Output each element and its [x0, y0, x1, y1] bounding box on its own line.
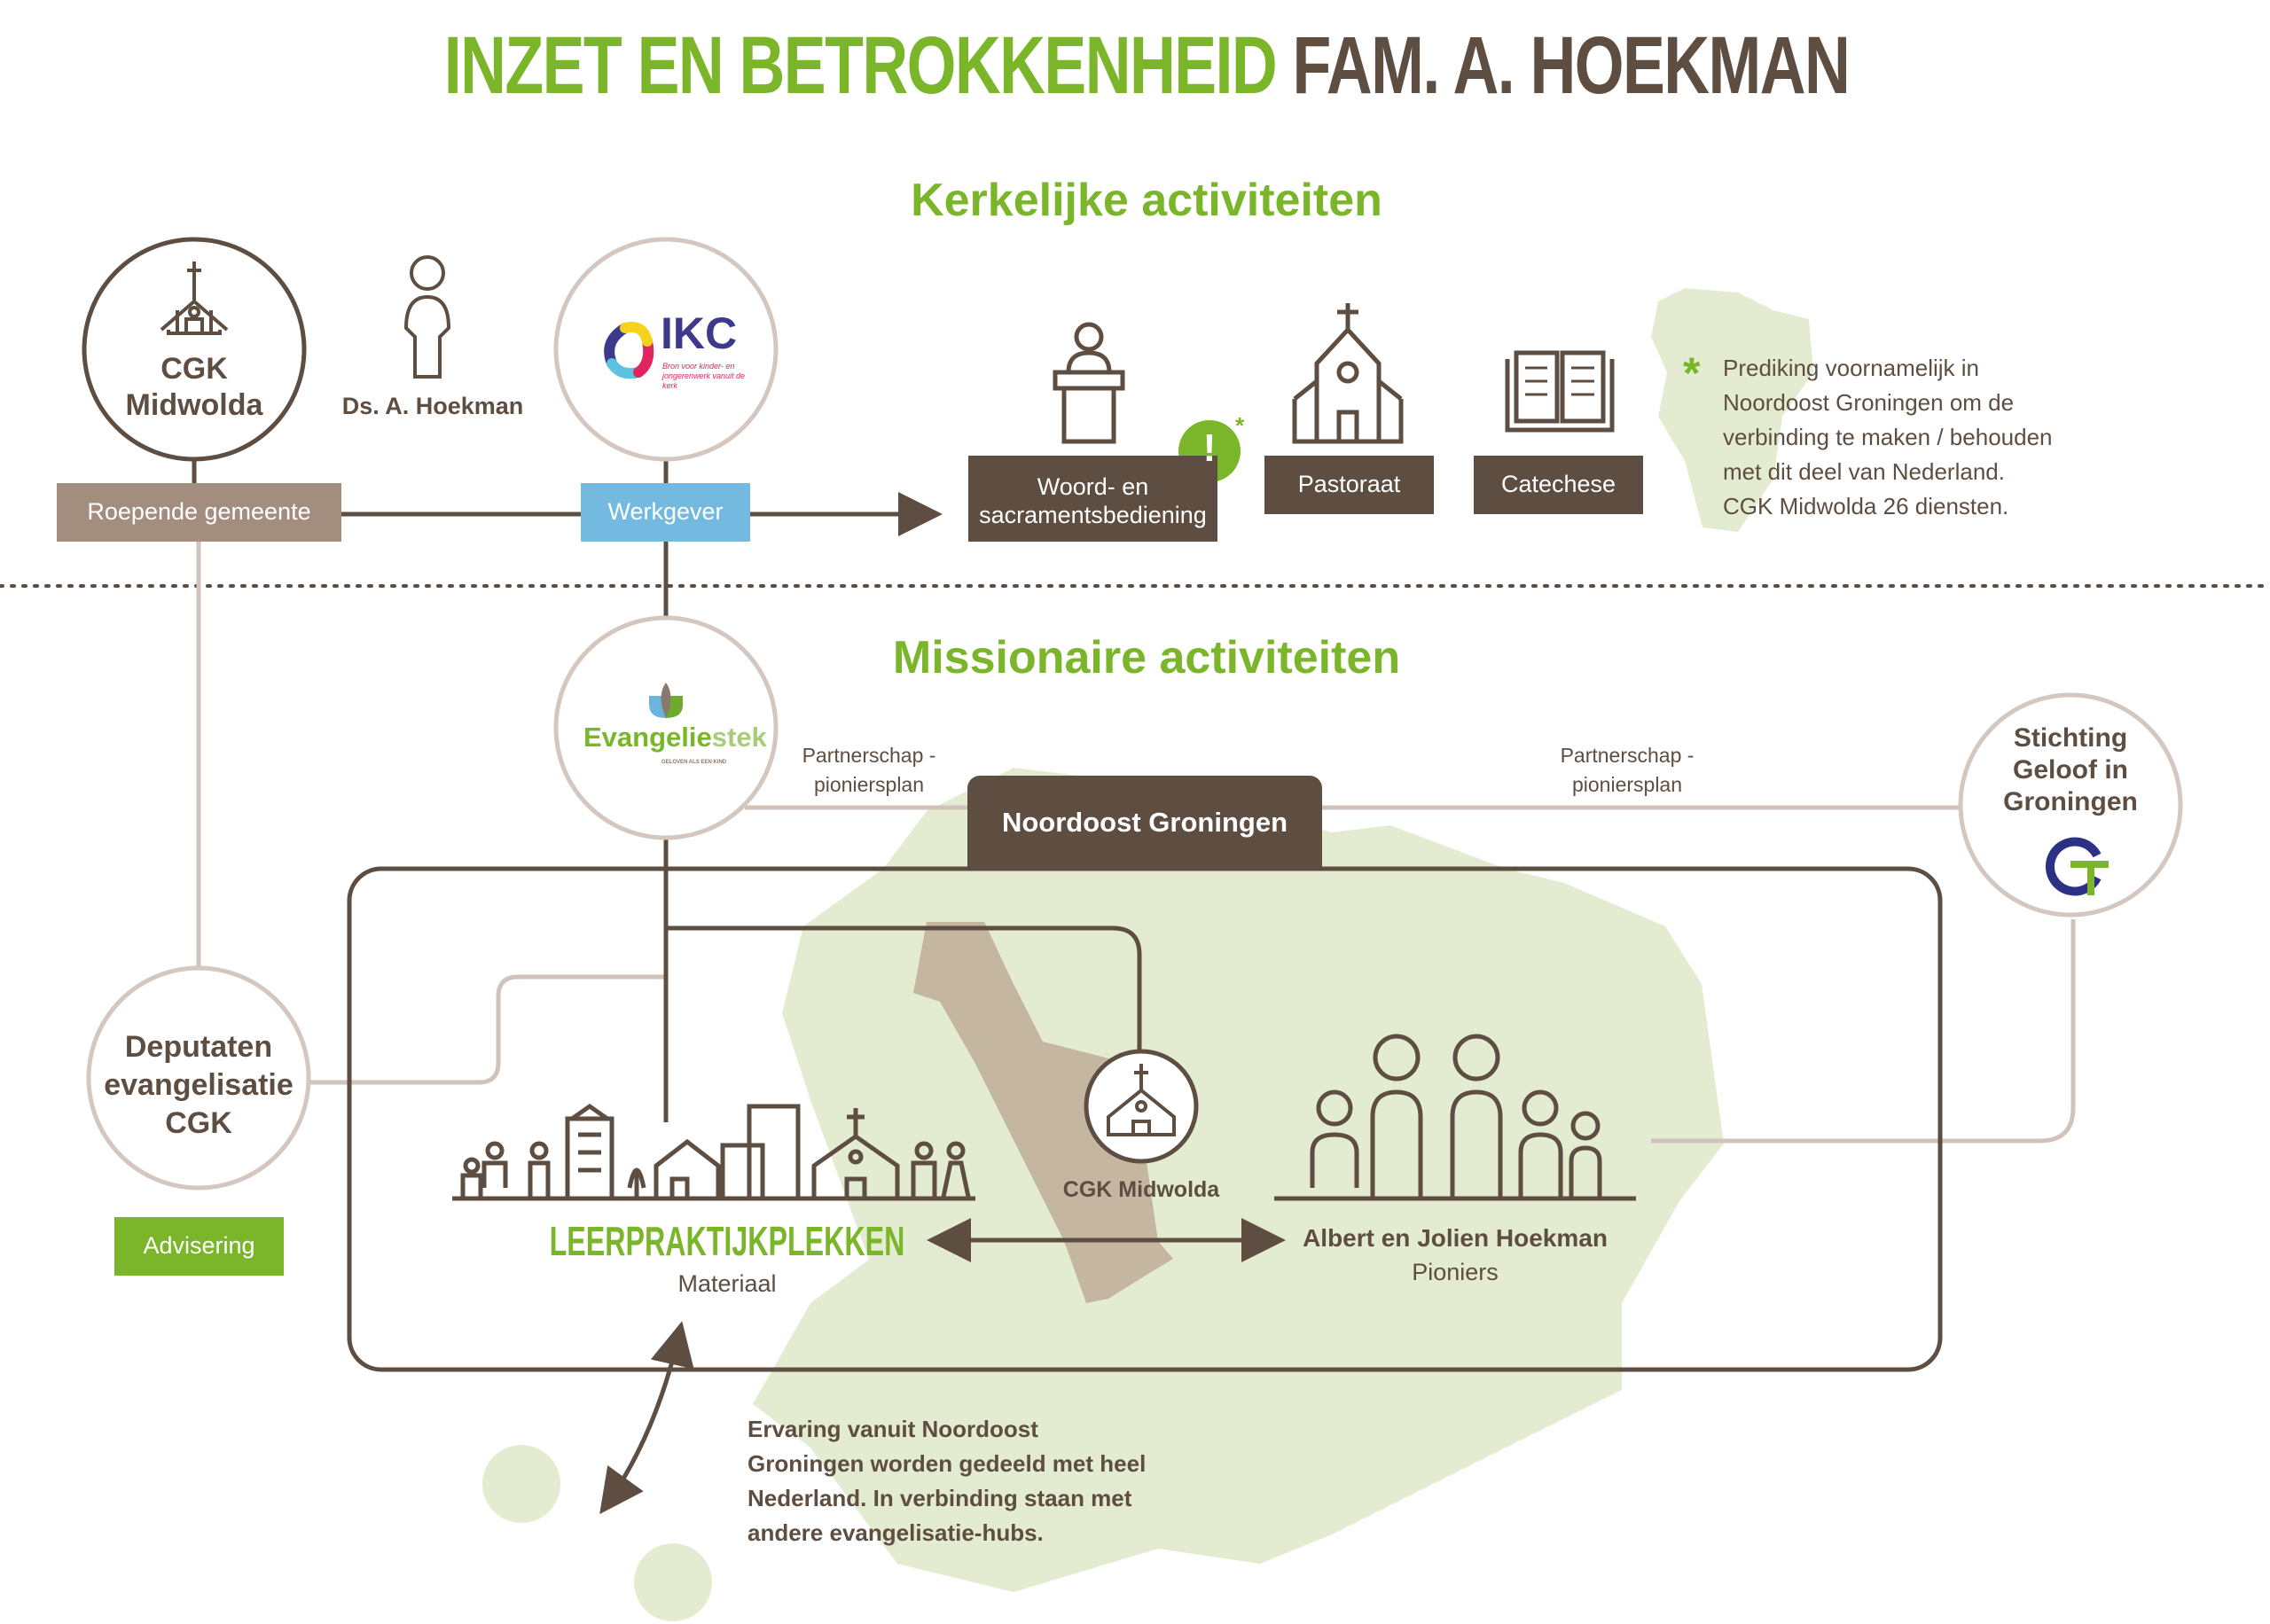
evangeliestek-logo: [649, 683, 683, 718]
stichting-line: Stichting: [2013, 723, 2128, 753]
asterisk: *: [1235, 412, 1245, 439]
region-box: Noordoost Groningen: [967, 776, 1322, 869]
note-line: verbinding te maken / behouden: [1723, 424, 2053, 450]
note-line: CGK Midwolda 26 diensten.: [1723, 493, 2009, 519]
heading-missionair: Missionaire activiteiten: [892, 632, 1401, 683]
roepende-gemeente-box: Roepende gemeente: [57, 483, 341, 542]
deputaten-line: evangelisatie: [104, 1068, 294, 1102]
church-icon: [160, 262, 229, 335]
book-icon: [1505, 350, 1615, 433]
stichting-line: Geloof in: [2013, 755, 2128, 785]
prediking-note: Prediking voornamelijk in Noordoost Groni…: [1723, 351, 2053, 524]
person-label: Ds. A. Hoekman: [341, 393, 524, 419]
cgk-circle: [82, 237, 307, 462]
werkgever-box: Werkgever: [581, 483, 750, 542]
materiaal-label: Materiaal: [677, 1270, 777, 1297]
note-line: Noordoost Groningen om de: [1723, 389, 2015, 416]
bottom-note-line: Nederland. In verbinding staan met: [748, 1485, 1132, 1511]
leerpraktijkplekken-label: LEERPRAKTIJKPLEKKEN: [549, 1218, 905, 1264]
partnership-line: Partnerschap -: [802, 744, 936, 767]
church-large-icon: [1292, 303, 1404, 444]
evangeliestek-tagline: GELOVEN ALS EEN KIND: [661, 760, 727, 765]
partnership-line: pioniersplan: [1571, 773, 1683, 796]
pioneers-icon: [1274, 1034, 1636, 1201]
evangeliestek-circle: [553, 615, 779, 840]
deputaten-circle: [86, 965, 311, 1191]
cgk-midwolda-label: CGK Midwolda: [125, 352, 263, 422]
stichting-line: Groningen: [2003, 787, 2138, 816]
evangeliestek-name: Evangeliestek: [583, 722, 767, 753]
heading-kerkelijk: Kerkelijke activiteiten: [911, 175, 1382, 226]
pioneers-label: Albert en Jolien Hoekman: [1303, 1224, 1608, 1252]
ikc-name: IKC: [661, 308, 738, 358]
church-small-icon: [1107, 1064, 1176, 1136]
note-line: met dit deel van Nederland.: [1723, 458, 2005, 485]
bottom-note-line: Groningen worden gedeeld met heel: [748, 1450, 1147, 1477]
pulpit-icon: [1053, 322, 1125, 444]
bottom-note-line: Ervaring vanuit Noordoost: [748, 1416, 1038, 1442]
partnership-right: Partnerschap - pioniersplan: [1561, 741, 1695, 800]
light-connectors: [196, 542, 2076, 1144]
ikc-logo: [604, 322, 654, 379]
tan-strip: [913, 922, 1173, 1303]
deputaten-line: Deputaten: [124, 1030, 273, 1064]
gt-logo: [2046, 837, 2109, 896]
dark-connectors: [192, 460, 1943, 1515]
town-icon: [452, 1103, 975, 1201]
person-icon: [403, 255, 451, 379]
note-asterisk: *: [1683, 348, 1701, 398]
evangeliestek-name-part2: stek: [711, 722, 767, 753]
deputaten-line: CGK: [165, 1106, 232, 1140]
activity-woord: Woord- en sacramentsbediening: [968, 456, 1217, 542]
partnership-line: pioniersplan: [813, 773, 925, 796]
decor-circle: [634, 1543, 712, 1621]
title-part1: INZET EN BETROKKENHEID: [443, 20, 1278, 111]
exclamation-mark: !: [1202, 426, 1217, 470]
ikc-circle: [553, 237, 779, 462]
page-title: INZET EN BETROKKENHEID FAM. A. HOEKMAN: [443, 20, 1851, 113]
ikc-tagline: Bron voor kinder- en jongerenwerk vanuit…: [662, 362, 746, 390]
evangeliestek-name-part1: Evangelie: [583, 722, 712, 753]
cgk-small-label: CGK Midwolda: [1062, 1177, 1220, 1202]
title-part2: FAM. A. HOEKMAN: [1292, 20, 1851, 111]
stichting-circle: [1958, 692, 2183, 917]
partnership-left: Partnerschap - pioniersplan: [802, 741, 936, 800]
pioneers-sub: Pioniers: [1412, 1259, 1499, 1285]
advisering-box: Advisering: [114, 1217, 284, 1276]
note-line: Prediking voornamelijk in: [1723, 355, 1980, 381]
bottom-note-line: andere evangelisatie-hubs.: [748, 1519, 1044, 1546]
partnership-line: Partnerschap -: [1560, 744, 1695, 767]
activity-pastoraat: Pastoraat: [1264, 456, 1434, 514]
decor-circle: [482, 1445, 560, 1523]
small-map: [1651, 288, 1813, 532]
activity-catechese: Catechese: [1474, 456, 1643, 514]
